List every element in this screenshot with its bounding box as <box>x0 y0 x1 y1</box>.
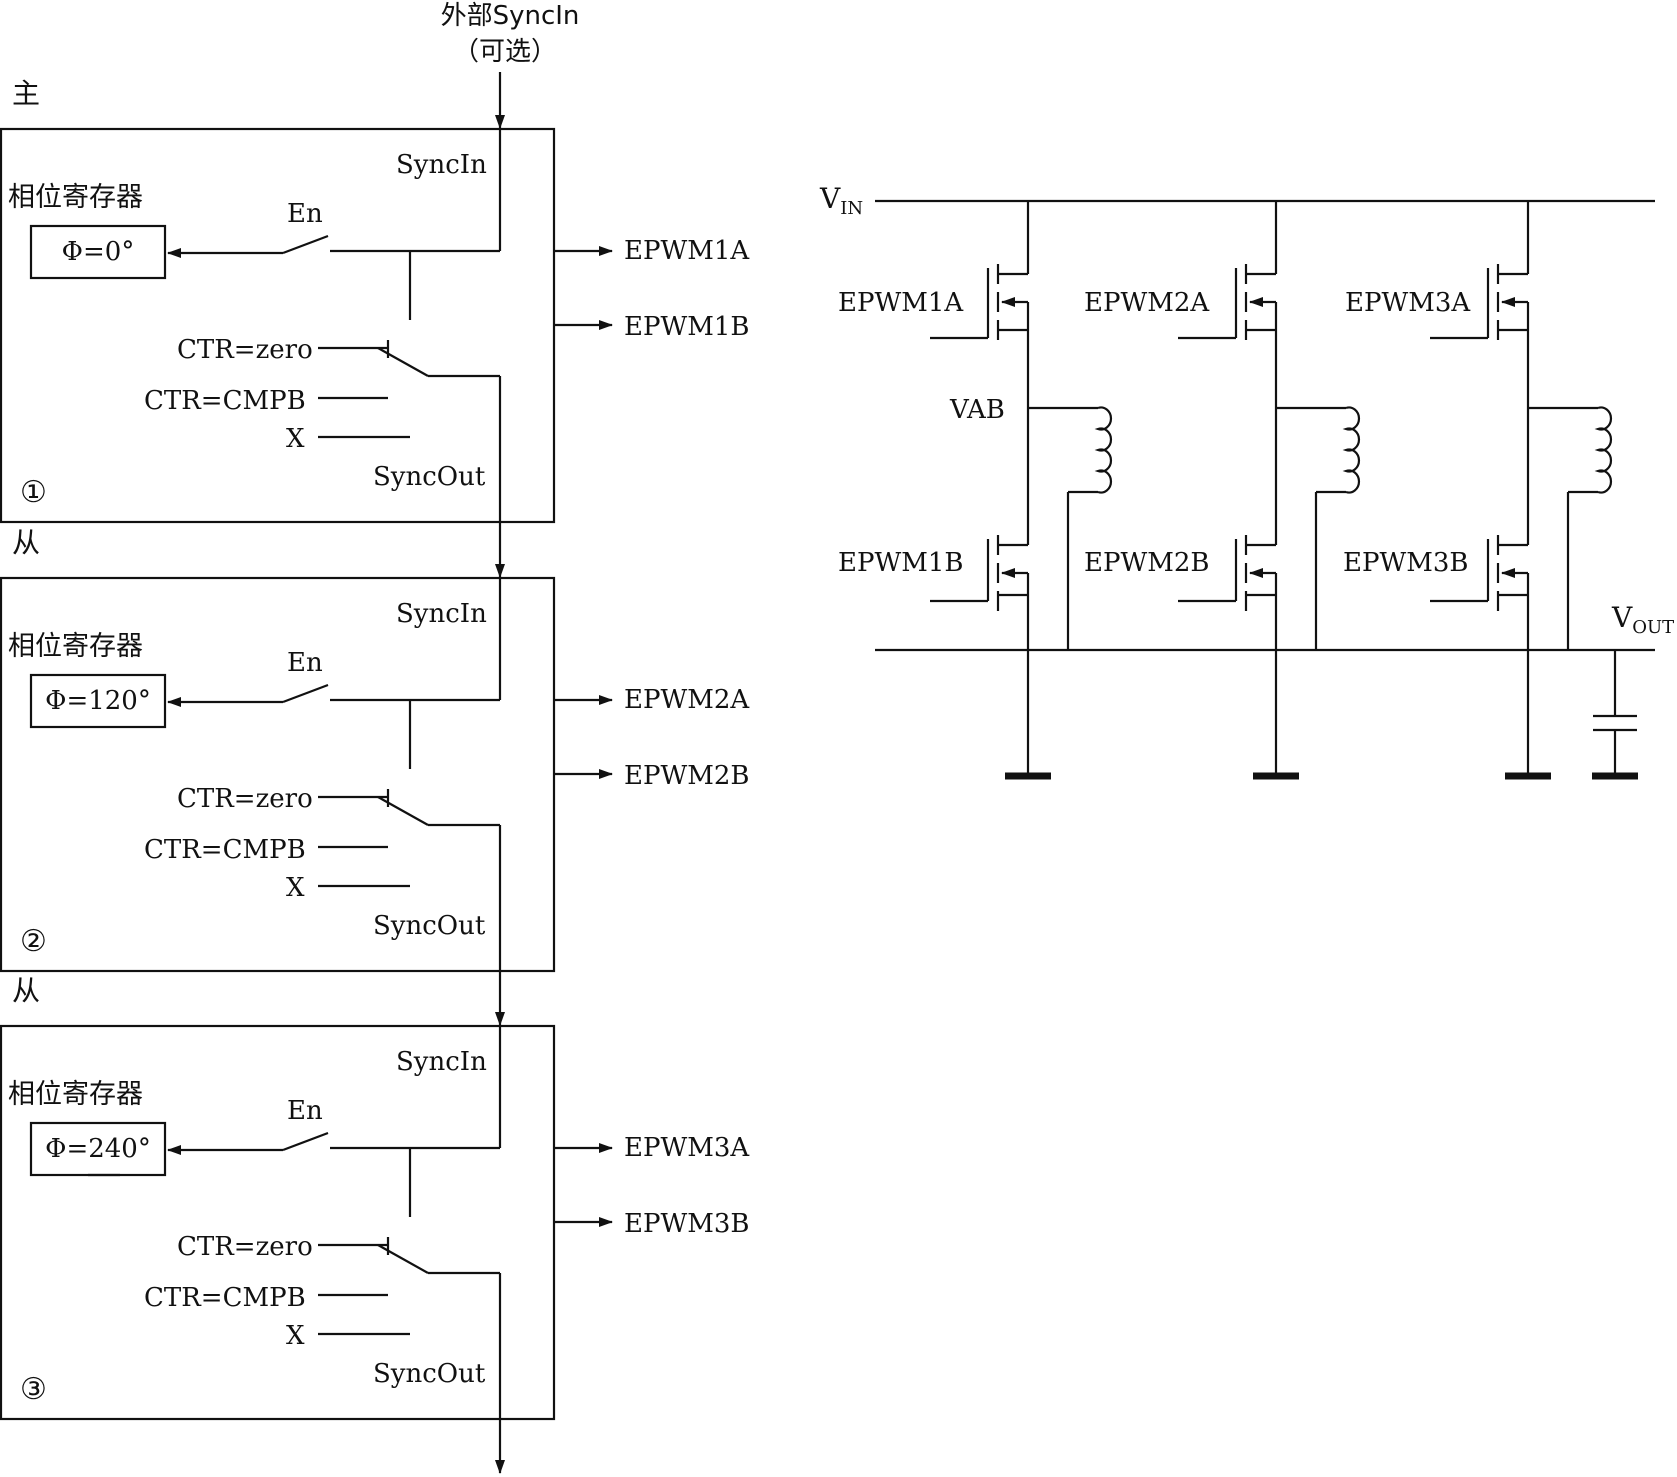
syncout-select-switch <box>377 796 429 826</box>
output-b-label: EPWM1B <box>624 312 749 342</box>
phase-value: Φ=240° <box>45 1134 151 1164</box>
module-index: ① <box>20 475 47 510</box>
phase-register-label: 相位寄存器 <box>8 631 143 662</box>
epwm-module-3: 从 SyncIn 相位寄存器 Φ=240° En CTR=zero CTR=CM… <box>0 974 750 1421</box>
high-gate-label: EPWM1A <box>838 288 964 318</box>
en-switch <box>282 683 329 704</box>
module-role-label: 主 <box>12 77 40 110</box>
output-b-label: EPWM2B <box>624 761 749 791</box>
phase-register-label: 相位寄存器 <box>8 182 143 213</box>
output-a-label: EPWM1A <box>624 236 750 266</box>
syncout-label: SyncOut <box>373 911 486 941</box>
en-switch <box>282 1131 329 1152</box>
module-index: ② <box>20 924 47 959</box>
low-gate-label: EPWM2B <box>1084 548 1209 578</box>
output-capacitor <box>1592 650 1638 780</box>
output-a-label: EPWM3A <box>624 1133 750 1163</box>
phase-value: Φ=0° <box>62 237 135 267</box>
output-b-label: EPWM3B <box>624 1209 749 1239</box>
vin-label: VIN <box>819 182 863 219</box>
module-role-label: 从 <box>12 526 40 559</box>
syncin-label: SyncIn <box>396 150 487 180</box>
en-label: En <box>287 199 323 229</box>
low-gate-label: EPWM1B <box>838 548 963 578</box>
epwm-module-1: 主 SyncIn 相位寄存器 Φ=0° En CTR=zero CTR=CMPB… <box>0 77 750 524</box>
high-gate-label: EPWM3A <box>1345 288 1471 318</box>
phase-leg-2: EPWM2A EPWM2B <box>1084 201 1361 780</box>
en-switch <box>282 234 329 255</box>
syncin-label: SyncIn <box>396 599 487 629</box>
phase-register-box <box>29 673 167 729</box>
en-label: En <box>287 1096 323 1126</box>
en-label: En <box>287 648 323 678</box>
ctr-cmpb-label: CTR=CMPB <box>144 1283 306 1313</box>
syncout-label: SyncOut <box>373 1359 486 1389</box>
external-syncin-label: 外部SyncIn <box>441 1 580 31</box>
module-index: ③ <box>20 1372 47 1407</box>
syncout-select-switch <box>377 347 429 377</box>
phase-register-label: 相位寄存器 <box>8 1079 143 1110</box>
x-label: X <box>286 424 305 454</box>
phase-leg-1: EPWM1A EPWM1B <box>838 201 1113 780</box>
syncout-select-switch <box>377 1244 429 1274</box>
ctr-zero-label: CTR=zero <box>177 784 313 814</box>
x-label: X <box>286 873 305 903</box>
ctr-zero-label: CTR=zero <box>177 1232 313 1262</box>
vab-node-label: VAB <box>949 395 1005 425</box>
output-a-label: EPWM2A <box>624 685 750 715</box>
epwm-module-2: 从 SyncIn 相位寄存器 Φ=120° En CTR=zero CTR=CM… <box>0 526 750 973</box>
module-role-label: 从 <box>12 974 40 1007</box>
low-gate-label: EPWM3B <box>1343 548 1468 578</box>
x-label: X <box>286 1321 305 1351</box>
phase-value: Φ=120° <box>45 686 151 716</box>
high-gate-label: EPWM2A <box>1084 288 1210 318</box>
phase-register-box <box>29 224 167 280</box>
syncin-label: SyncIn <box>396 1047 487 1077</box>
ctr-cmpb-label: CTR=CMPB <box>144 386 306 416</box>
ctr-zero-label: CTR=zero <box>177 335 313 365</box>
phase-leg-3: EPWM3A EPWM3B <box>1343 201 1613 780</box>
ctr-cmpb-label: CTR=CMPB <box>144 835 306 865</box>
multiphase-buck-circuit: VIN VOUT VAB <box>819 182 1674 780</box>
syncout-label: SyncOut <box>373 462 486 492</box>
vout-label: VOUT <box>1611 601 1674 638</box>
external-syncin-optional-label: （可选） <box>453 37 557 67</box>
